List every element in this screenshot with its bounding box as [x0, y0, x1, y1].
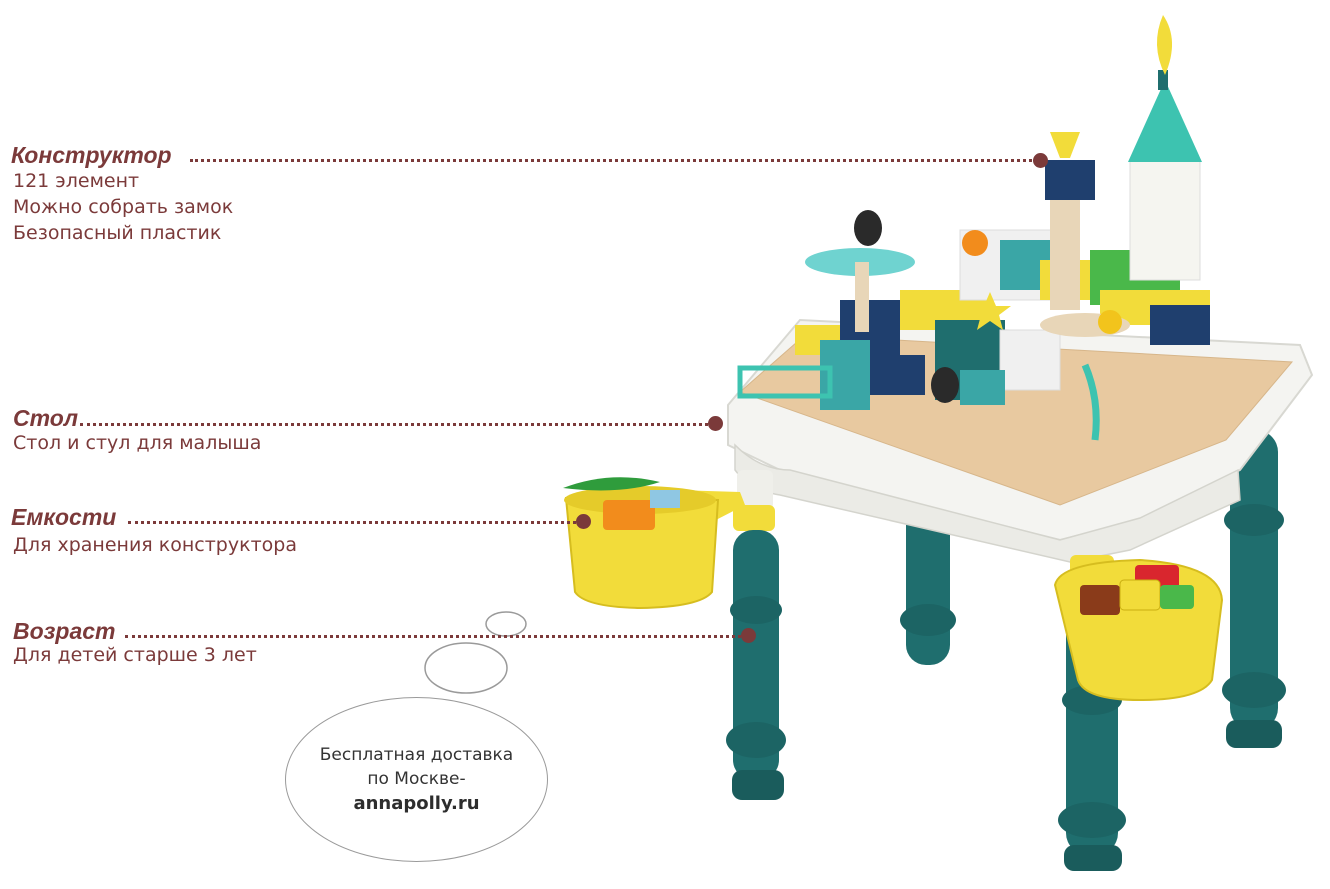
leader-line-age — [125, 635, 741, 638]
leader-dot-containers — [576, 514, 591, 529]
delivery-site-link[interactable]: annapolly.ru — [353, 792, 480, 814]
feature-title-constructor: Конструктор — [11, 142, 172, 168]
leader-dot-age — [741, 628, 756, 643]
feature-title-age: Возраст — [13, 618, 116, 644]
storage-bin-left — [563, 477, 745, 610]
leader-line-containers — [128, 521, 576, 524]
feature-line-constructor-3: Безопасный пластик — [13, 222, 222, 244]
delivery-bubble: Бесплатная доставка по Москве- annapolly… — [285, 697, 548, 862]
leader-dot-table — [708, 416, 723, 431]
table-back-leg — [900, 430, 1286, 748]
marble-run-castle — [737, 15, 1210, 441]
feature-title-table: Стол — [13, 405, 79, 431]
leader-line-table — [80, 423, 708, 426]
table-front-leg-left — [726, 470, 786, 800]
feature-line-age-1: Для детей старше 3 лет — [13, 644, 257, 666]
feature-line-constructor-1: 121 элемент — [13, 170, 140, 192]
feature-line-table-1: Стол и стул для малыша — [13, 432, 262, 454]
feature-line-constructor-2: Можно собрать замок — [13, 196, 234, 218]
delivery-text-line1: Бесплатная доставка — [319, 744, 514, 765]
leader-line-constructor — [190, 159, 1038, 162]
feature-line-containers-1: Для хранения конструктора — [13, 534, 297, 556]
bubble-trail-small — [485, 611, 527, 637]
storage-bin-right — [1053, 558, 1224, 702]
leader-dot-constructor — [1033, 153, 1048, 168]
delivery-text-line2: по Москве- — [367, 768, 466, 789]
bubble-trail-medium — [424, 642, 508, 694]
feature-title-containers: Емкости — [11, 504, 117, 530]
